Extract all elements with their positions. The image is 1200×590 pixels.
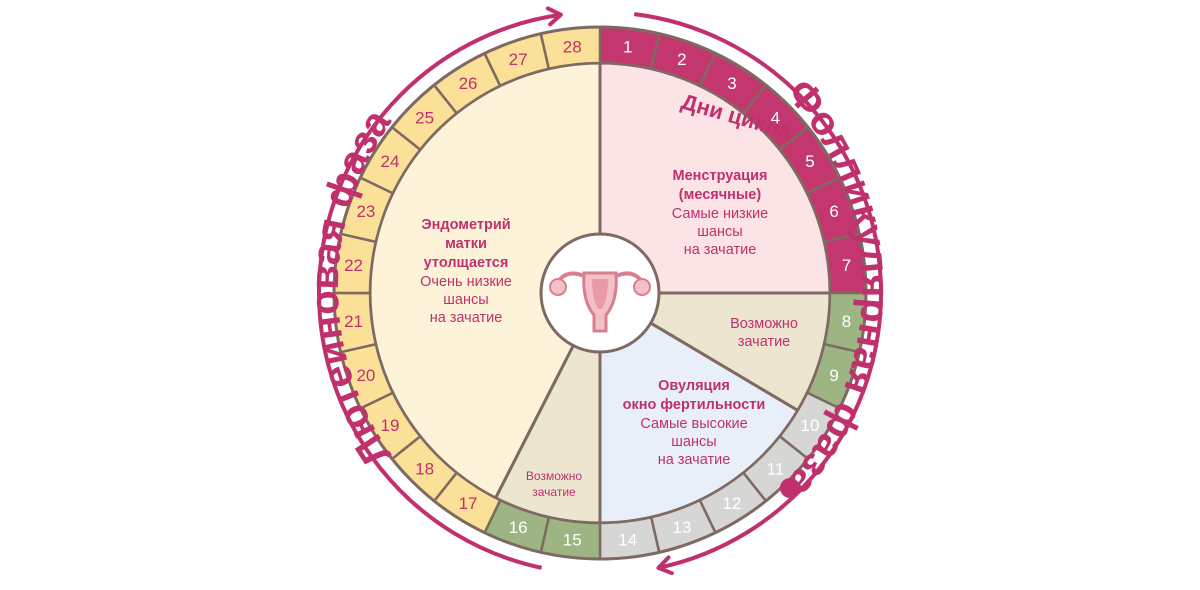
- day-number: 27: [509, 50, 528, 69]
- day-number: 3: [727, 74, 736, 93]
- day-number: 28: [563, 38, 582, 57]
- endometrium-title3: утолщается: [424, 255, 509, 271]
- endometrium-line1: Очень низкие: [420, 274, 512, 290]
- day-number: 13: [672, 518, 691, 537]
- possible-left-line1: Возможно: [526, 469, 582, 483]
- day-number: 1: [623, 38, 632, 57]
- day-number: 8: [842, 312, 851, 331]
- ovulation-line1: Самые высокие: [640, 416, 747, 432]
- day-number: 20: [356, 366, 375, 385]
- day-segment: 17: [432, 471, 502, 535]
- ovulation-sector-text: Овуляция окно фертильности Самые высокие…: [623, 378, 766, 468]
- menstruation-line1: Самые низкие: [672, 206, 768, 222]
- follicular-arrow-arc: [633, 12, 883, 570]
- day-segment: 14: [598, 515, 661, 561]
- ring-outer-border: [332, 25, 868, 561]
- ovulation-line2: шансы: [671, 434, 716, 450]
- day-number: 14: [618, 530, 637, 549]
- day-number: 7: [842, 256, 851, 275]
- day-number: 22: [344, 256, 363, 275]
- possible-left-line2: зачатие: [532, 485, 576, 499]
- day-number: 23: [356, 202, 375, 221]
- day-number: 24: [381, 152, 400, 171]
- menstruation-line3: на зачатие: [684, 242, 757, 258]
- day-segment: 15: [539, 515, 602, 561]
- day-number: 16: [509, 518, 528, 537]
- day-number: 18: [415, 459, 434, 478]
- day-number: 2: [677, 50, 686, 69]
- possible-right-line1: Возможно: [730, 316, 798, 332]
- day-segment: 28: [539, 25, 602, 71]
- ovulation-dot-icon: [780, 478, 800, 498]
- day-number: 6: [829, 202, 838, 221]
- ovulation-line3: на зачатие: [658, 452, 731, 468]
- day-number: 25: [415, 109, 434, 128]
- endometrium-line2: шансы: [443, 292, 488, 308]
- menstruation-title: Менструация: [673, 168, 768, 184]
- uterus-icon: [549, 271, 651, 333]
- endometrium-title2: матки: [445, 236, 487, 252]
- menstruation-subtitle: (месячные): [679, 187, 762, 203]
- day-number: 9: [829, 366, 838, 385]
- day-ring: 1234567891011121314151617181920212223242…: [332, 25, 868, 561]
- ovulation-subtitle: окно фертильности: [623, 397, 766, 413]
- possible-right-line2: зачатие: [738, 334, 791, 350]
- menstruation-line2: шансы: [697, 224, 742, 240]
- day-number: 11: [767, 459, 785, 478]
- day-number: 10: [801, 416, 820, 435]
- day-number: 12: [722, 494, 741, 513]
- day-number: 17: [459, 494, 478, 513]
- possible-left-text: Возможно зачатие: [526, 469, 582, 499]
- day-number: 19: [381, 416, 400, 435]
- day-number: 15: [563, 530, 582, 549]
- endometrium-title1: Эндометрий: [421, 217, 510, 233]
- menstruation-sector-text: Менструация (месячные) Самые низкие шанс…: [672, 168, 768, 258]
- luteal-arrow-arc: [317, 12, 562, 570]
- day-number: 21: [344, 312, 363, 331]
- endometrium-line3: на зачатие: [430, 310, 503, 326]
- phase-arrows: [317, 6, 883, 576]
- possible-right-text: Возможно зачатие: [730, 316, 798, 350]
- day-number: 26: [459, 74, 478, 93]
- endometrium-sector-text: Эндометрий матки утолщается Очень низкие…: [420, 217, 512, 326]
- day-number: 4: [771, 109, 780, 128]
- follicular-arrow-head: [656, 555, 674, 576]
- luteal-arrow-head: [545, 6, 563, 27]
- day-number: 5: [805, 152, 814, 171]
- ovulation-title: Овуляция: [658, 378, 730, 394]
